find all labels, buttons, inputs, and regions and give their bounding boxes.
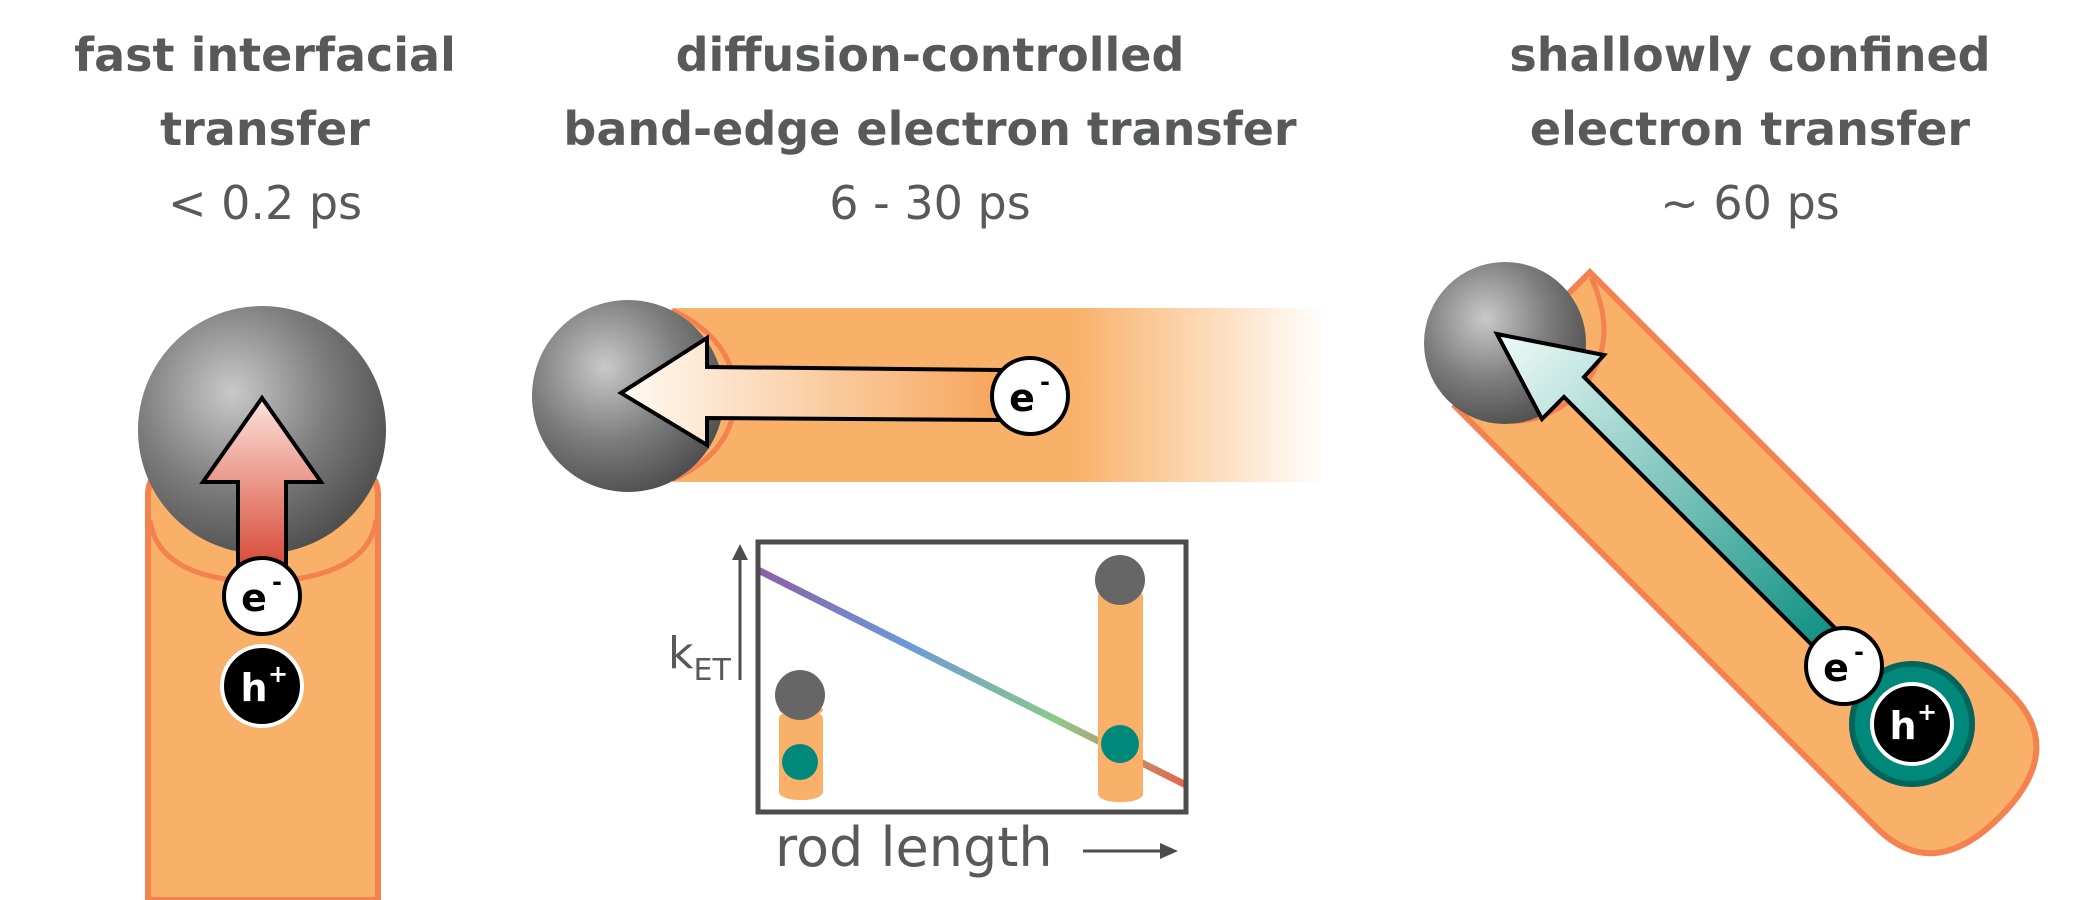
panel1-title: fast interfacial transfer < 0.2 ps [40, 18, 490, 240]
panel3-hole-symbol: h [1889, 704, 1916, 748]
panel1-hole-charge: + [268, 660, 288, 688]
inset-long-rod [1095, 555, 1145, 802]
inset-frame [755, 539, 1189, 815]
panel3-electron: e - [1804, 626, 1884, 706]
panel2-transfer-arrow [617, 334, 1004, 449]
panel3-transfer-arrow [1493, 331, 1852, 665]
inset-xlabel: rod length [775, 816, 1053, 879]
inset-long-rod-tip [1095, 555, 1145, 605]
panel1-electron: e - [222, 556, 302, 636]
inset-long-rod-hole [1101, 725, 1139, 763]
panel1-time: < 0.2 ps [167, 176, 363, 230]
panel3-electron-charge: - [1854, 638, 1864, 666]
panel1-hole: h + [220, 644, 304, 728]
panel2-time: 6 - 30 ps [829, 176, 1031, 230]
panel2-title-line2: band-edge electron transfer [563, 102, 1297, 156]
panel1-transfer-arrow [199, 394, 325, 580]
panel1-electron-symbol: e [241, 576, 267, 620]
panel3-title-line2: electron transfer [1529, 102, 1971, 156]
inset-short-rod [775, 670, 825, 800]
panel1-title-line2: transfer [160, 102, 370, 156]
panel3-title-line1: shallowly confined [1509, 28, 1991, 82]
panel1-title-line1: fast interfacial [74, 28, 456, 82]
inset-ylabel-sub: ET [693, 653, 731, 688]
panel2-graphic: e - kET [532, 300, 1325, 879]
panel3-time: ~ 60 ps [1660, 176, 1840, 230]
panel2-electron-symbol: e [1009, 376, 1035, 420]
rate-vs-length-inset: kET rod length [668, 539, 1189, 879]
inset-ylabel: kET [668, 628, 731, 688]
panel3-title: shallowly confined electron transfer ~ 6… [1470, 18, 2030, 240]
panel2-title-line1: diffusion-controlled [675, 28, 1185, 82]
panel3-graphic: h + e - [1424, 262, 2040, 857]
panel2-electron-charge: - [1040, 368, 1050, 396]
panel1-hole-symbol: h [240, 666, 267, 710]
panel2-title: diffusion-controlled band-edge electron … [560, 18, 1300, 240]
panel3-hole: h + [1849, 661, 1975, 787]
inset-short-rod-tip [775, 670, 825, 720]
panel2-electron: e - [990, 356, 1070, 436]
panel3-hole-charge: + [1917, 698, 1937, 726]
inset-ylabel-main: k [668, 628, 694, 679]
panel3-electron-symbol: e [1823, 646, 1849, 690]
inset-short-rod-hole [782, 744, 818, 780]
panel1-graphic: e - h + [138, 306, 386, 900]
panel1-electron-charge: - [272, 568, 282, 596]
